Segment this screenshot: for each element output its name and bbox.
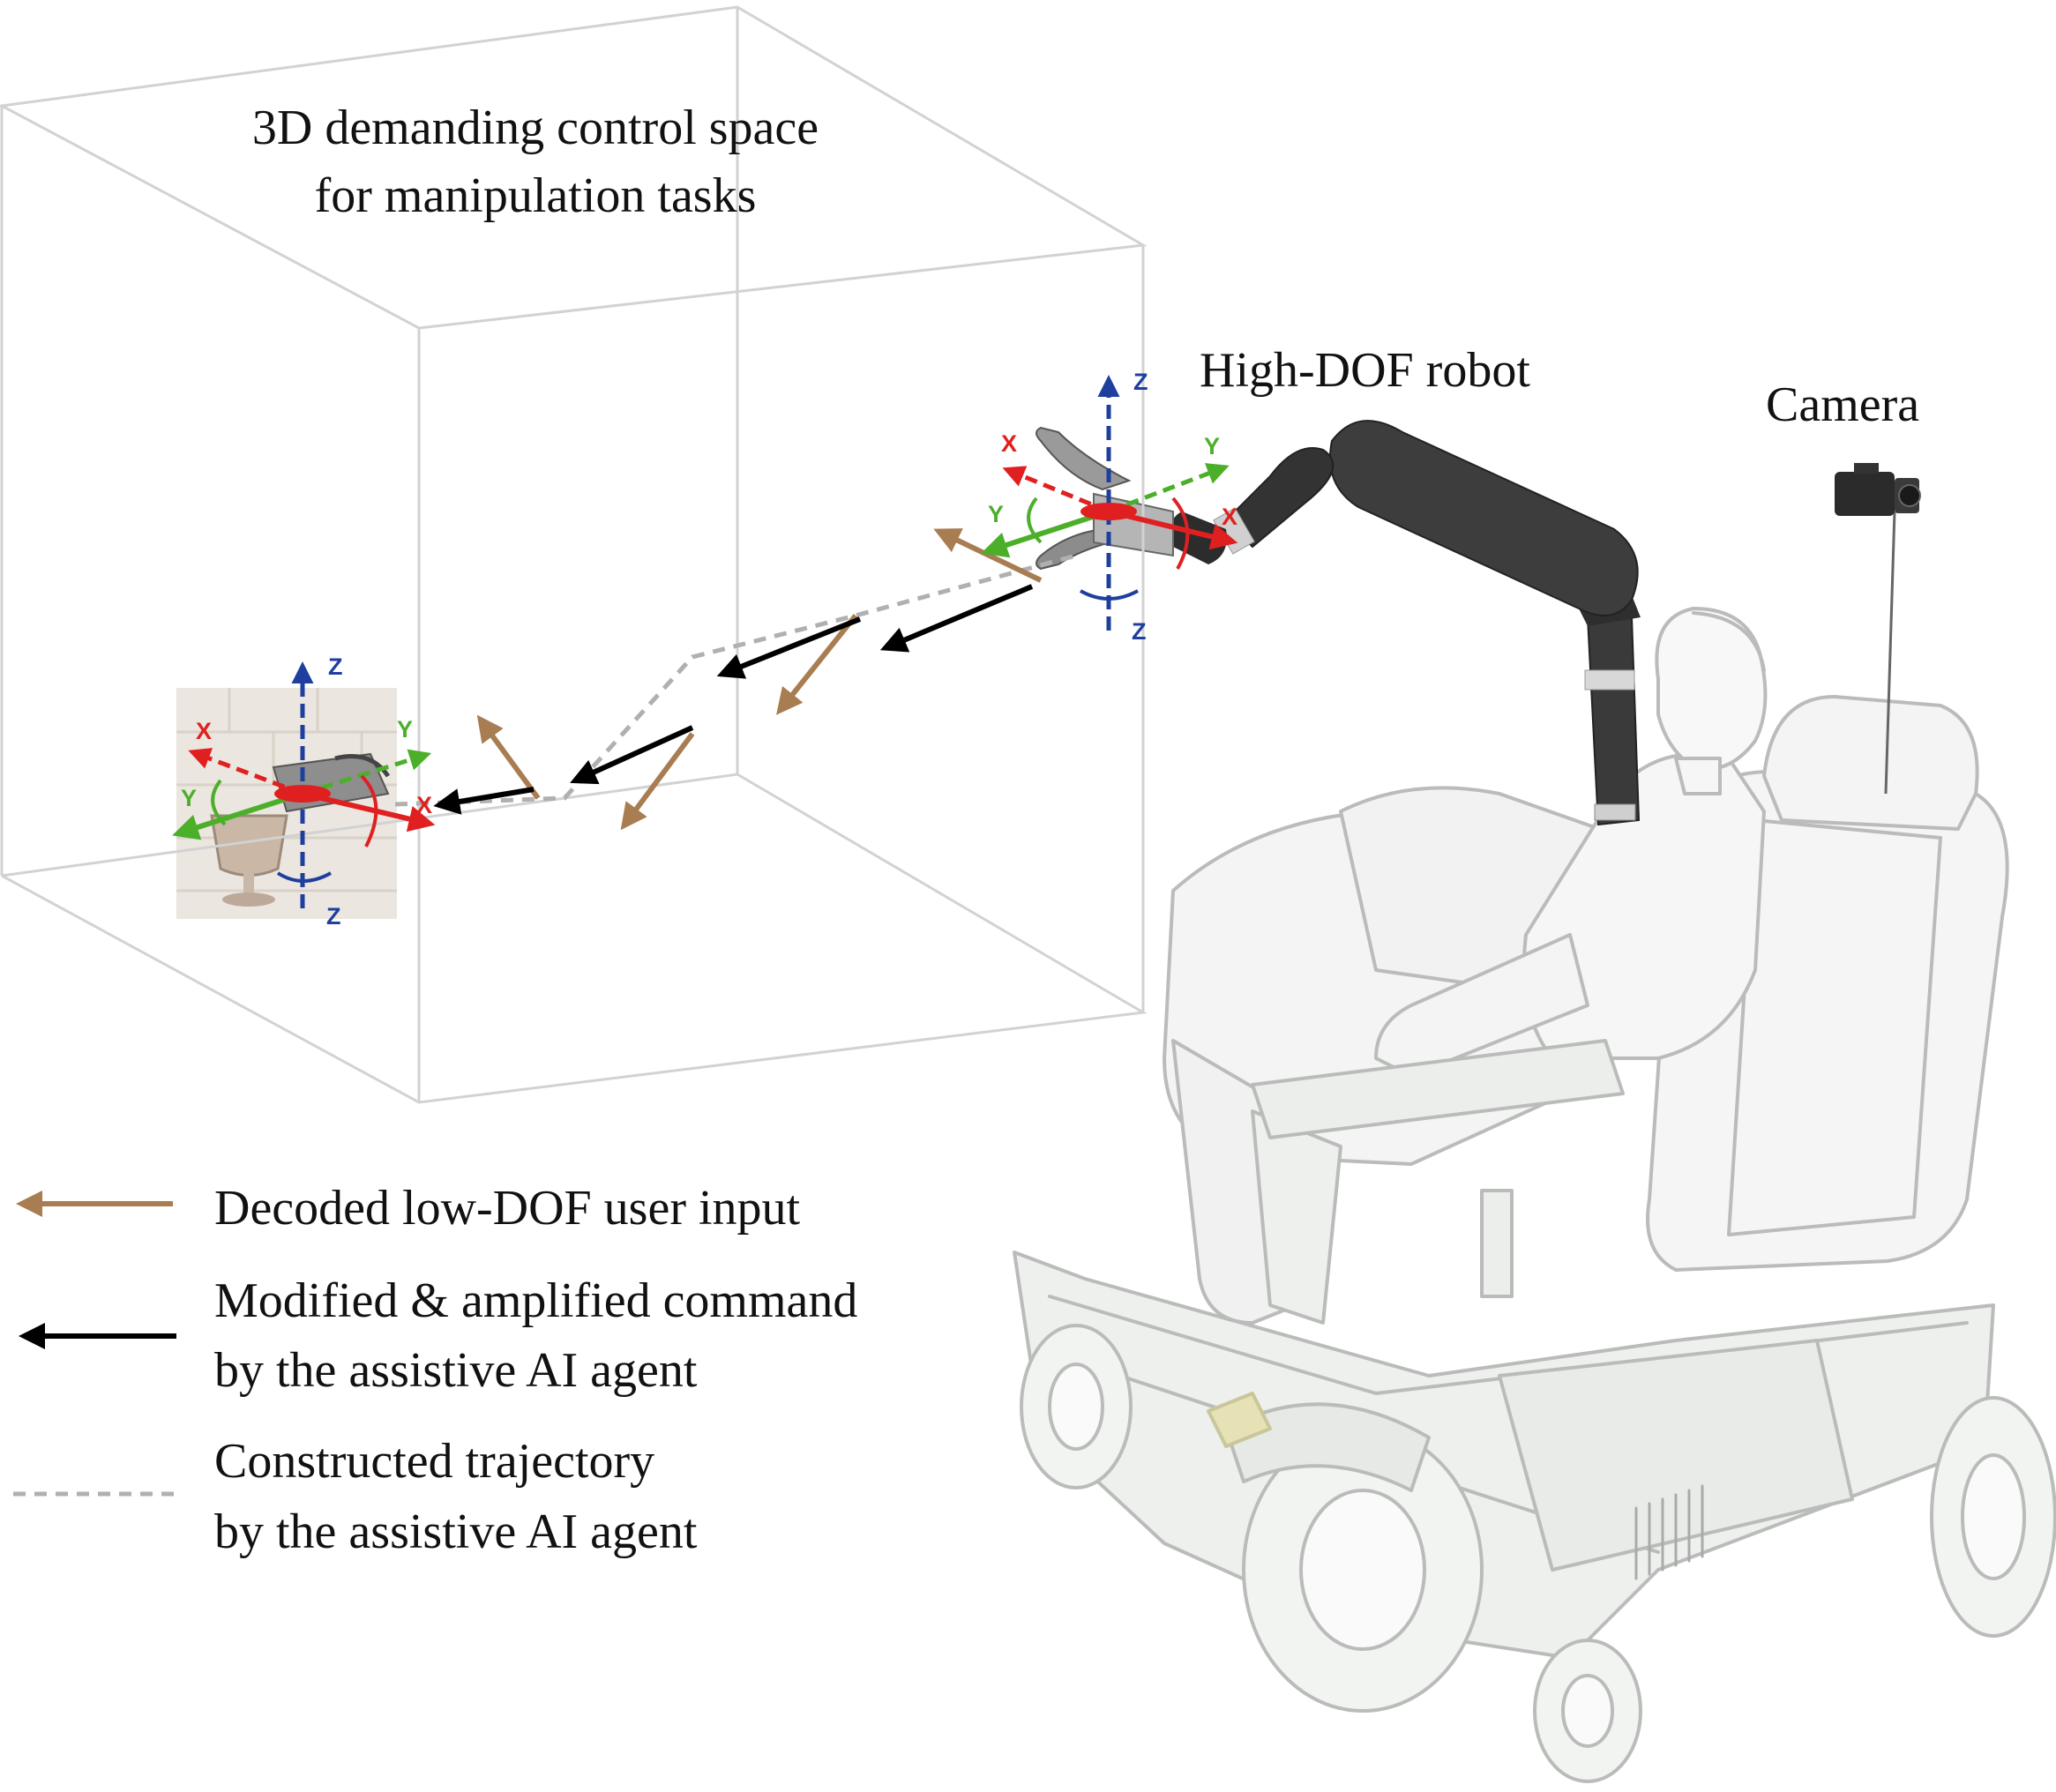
modified-arrow-4 xyxy=(433,787,535,815)
axis-label-x-gripper-right: X xyxy=(1222,504,1237,530)
title-line-2: for manipulation tasks xyxy=(315,168,757,223)
axis-label-y-gripper-right: Y xyxy=(1204,433,1220,459)
legend: Decoded low-DOF user input Modified & am… xyxy=(13,1181,857,1559)
robot-arm xyxy=(1035,420,1641,826)
coordinate-frame-target xyxy=(172,661,436,908)
axis-label-z-gripper-bottom: Z xyxy=(1132,618,1147,645)
control-space-box xyxy=(0,5,1148,1104)
axis-label-y-gripper-left: Y xyxy=(988,501,1004,527)
decoded-arrow-2 xyxy=(776,614,858,715)
axis-label-y-target-left: Y xyxy=(181,785,197,811)
legend-trajectory-label-line2: by the assistive AI agent xyxy=(214,1505,698,1559)
camera-label: Camera xyxy=(1766,377,1919,432)
decoded-arrow-4 xyxy=(620,732,695,831)
modified-arrow-1 xyxy=(879,584,1034,653)
axis-label-x-target-left: X xyxy=(196,718,212,744)
battery-grille xyxy=(1634,1484,1704,1580)
axis-label-z-target-top: Z xyxy=(328,653,343,680)
coordinate-frame-gripper xyxy=(981,375,1238,631)
camera-icon xyxy=(1835,463,1921,516)
axis-label-z-gripper-top: Z xyxy=(1133,369,1148,395)
legend-trajectory-label-line1: Constructed trajectory xyxy=(214,1434,654,1489)
decoded-arrow-3 xyxy=(476,714,541,800)
axis-label-x-target-right: X xyxy=(416,792,432,818)
title-line-1: 3D demanding control space xyxy=(252,101,819,155)
legend-decoded-label: Decoded low-DOF user input xyxy=(214,1181,801,1236)
wheelchair-illustration xyxy=(1013,607,2056,1783)
decoded-arrow-1 xyxy=(933,528,1043,583)
decoded-input-arrows xyxy=(476,528,1043,831)
legend-modified-label-line2: by the assistive AI agent xyxy=(214,1343,698,1398)
constructed-trajectory-path xyxy=(394,553,1077,807)
axis-label-x-gripper-left: X xyxy=(1001,430,1017,457)
axis-label-z-target-bottom: Z xyxy=(326,903,341,930)
camera-pole xyxy=(1884,511,1896,795)
axis-label-y-target-right: Y xyxy=(397,716,413,743)
modified-arrow-2 xyxy=(716,616,862,679)
modified-command-arrows xyxy=(433,584,1034,815)
robot-label: High-DOF robot xyxy=(1200,343,1530,398)
modified-arrow-3 xyxy=(570,725,694,785)
legend-modified-label-line1: Modified & amplified command xyxy=(214,1273,857,1328)
